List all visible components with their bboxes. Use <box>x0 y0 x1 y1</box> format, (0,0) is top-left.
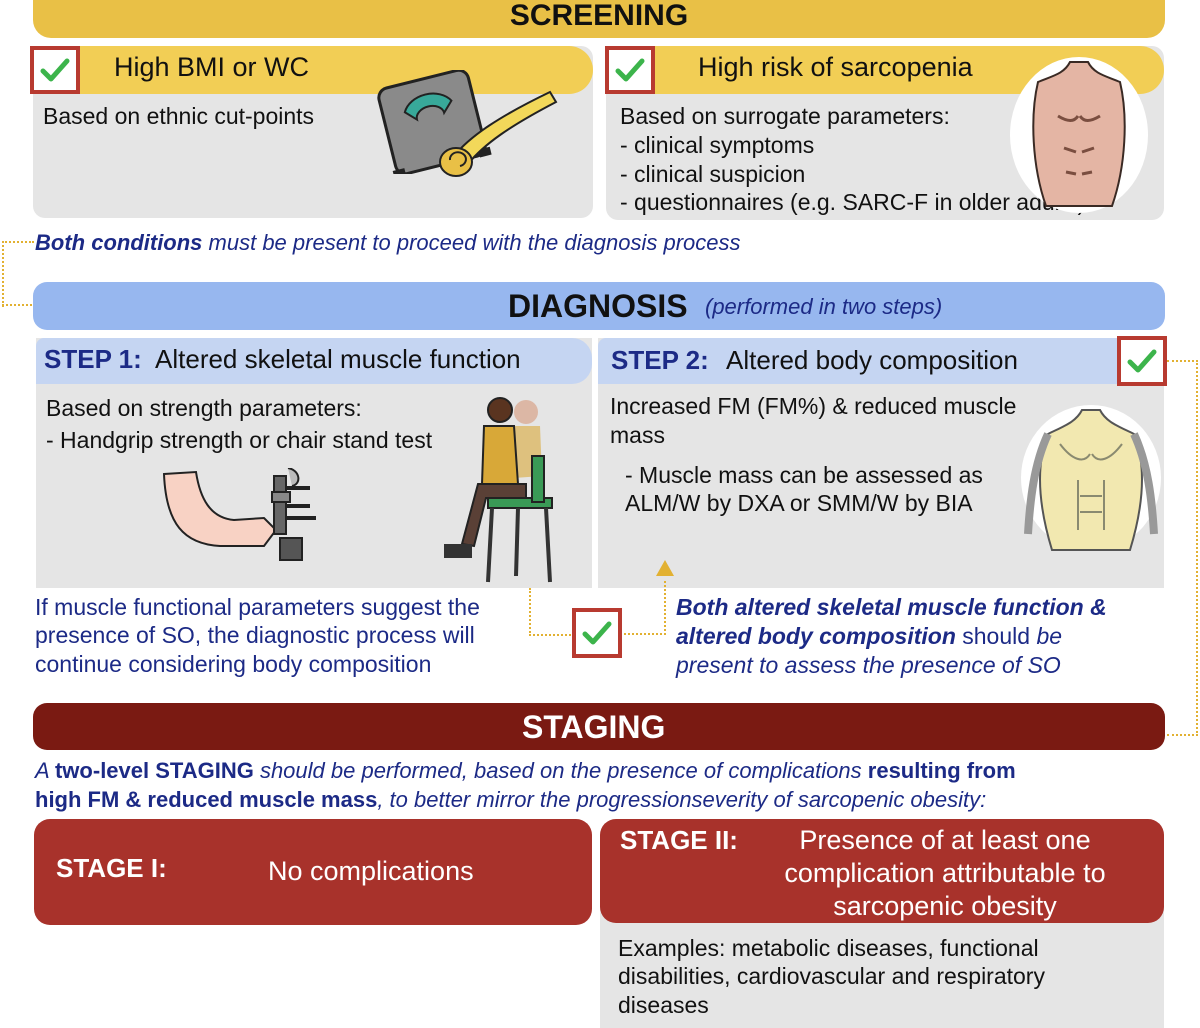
stage1-label: STAGE I: <box>56 853 167 884</box>
step2-item-line-2: ALM/W by DXA or SMM/W by BIA <box>625 489 973 518</box>
check-icon <box>613 54 647 86</box>
stage2-example-line-2: disabilities, cardiovascular and respira… <box>618 962 1045 991</box>
connector-screening-diagnosis <box>2 241 34 307</box>
screening-note-rest: must be present to proceed with the diag… <box>202 230 740 255</box>
stage2-text-line-3: sarcopenic obesity <box>760 890 1130 923</box>
step1-title: Altered skeletal muscle function <box>155 344 521 374</box>
step1-intro: Based on strength parameters: <box>46 394 362 423</box>
screening-left-heading: High BMI or WC <box>114 52 309 83</box>
screening-right-intro: Based on surrogate parameters: <box>620 102 950 131</box>
step1-note-line-3: continue considering body composition <box>35 650 431 679</box>
staging-intro-2: two-level STAGING <box>55 758 254 783</box>
screening-left-text: Based on ethnic cut-points <box>43 102 314 131</box>
screening-right-heading: High risk of sarcopenia <box>698 52 973 83</box>
step1-note-line-2: presence of SO, the diagnostic process w… <box>35 621 475 650</box>
muscle-anatomy-icon <box>1020 404 1162 552</box>
diagnosis-checkbox <box>572 608 622 658</box>
step2-checkbox <box>1117 336 1167 386</box>
step2-note-line-2: altered body composition should be <box>676 622 1107 651</box>
step2-text-line-1: Increased FM (FM%) & reduced muscle <box>610 392 1016 421</box>
step2-item-line-1: - Muscle mass can be assessed as <box>625 461 983 490</box>
step2-note-bold: altered body composition <box>676 623 956 649</box>
step2-note-italic: be <box>1036 623 1062 649</box>
stage2-example-line-3: diseases <box>618 991 709 1020</box>
screening-right-item-1: - clinical symptoms <box>620 131 814 160</box>
screening-left-checkbox <box>30 46 80 94</box>
screening-note-bold: Both conditions <box>35 230 202 255</box>
handgrip-dynamometer-icon <box>160 468 326 568</box>
stage1-text: No complications <box>268 856 474 887</box>
stage2-text: Presence of at least one complication at… <box>760 824 1130 923</box>
staging-intro-6: , to better mirror the progressionseveri… <box>377 787 986 812</box>
tape-measure-icon <box>430 86 560 182</box>
screening-banner: SCREENING <box>33 0 1165 38</box>
check-icon <box>1125 344 1159 378</box>
screening-right-item-2: - clinical suspicion <box>620 160 805 189</box>
step2-title: Altered body composition <box>726 345 1018 375</box>
staging-intro-3: should be performed, based on the presen… <box>254 758 868 783</box>
diagnosis-subtitle: (performed in two steps) <box>705 294 942 320</box>
step2-note-line-3: present to assess the presence of SO <box>676 651 1107 680</box>
screening-note: Both conditions must be present to proce… <box>35 228 741 257</box>
screening-title: SCREENING <box>510 0 688 32</box>
stage2-text-line-2: complication attributable to <box>760 857 1130 890</box>
step1-note-line-1: If muscle functional parameters suggest … <box>35 593 480 622</box>
screening-right-checkbox <box>605 46 655 94</box>
connector-step1-check <box>529 588 575 636</box>
step2-text-line-2: mass <box>610 421 665 450</box>
staging-intro-1: A <box>35 758 55 783</box>
stage2-example-line-1: Examples: metabolic diseases, functional <box>618 934 1039 963</box>
stage2-text-line-1: Presence of at least one <box>760 824 1130 857</box>
step2-label: STEP 2: <box>611 345 709 375</box>
arrow-icon <box>656 560 674 576</box>
staging-intro-4: resulting from <box>868 758 1016 783</box>
check-icon <box>38 54 72 86</box>
torso-icon <box>1008 56 1150 214</box>
step2-note-line-1: Both altered skeletal muscle function & <box>676 593 1107 622</box>
chair-stand-icon <box>434 396 558 584</box>
stage2-label: STAGE II: <box>620 825 738 856</box>
connector-step2-staging <box>1167 360 1198 736</box>
connector-check-step2 <box>620 581 666 635</box>
check-icon <box>580 616 614 650</box>
staging-intro: A two-level STAGING should be performed,… <box>35 756 1160 814</box>
diagnosis-title: DIAGNOSIS <box>508 288 688 325</box>
staging-intro-5: high FM & reduced muscle mass <box>35 787 377 812</box>
step1-heading: STEP 1: Altered skeletal muscle function <box>44 344 521 375</box>
step2-heading: STEP 2: Altered body composition <box>611 345 1018 376</box>
step2-note: Both altered skeletal muscle function & … <box>676 593 1107 680</box>
step1-item: - Handgrip strength or chair stand test <box>46 426 432 455</box>
step2-note-plain: should <box>956 623 1037 649</box>
staging-title: STAGING <box>522 709 665 746</box>
step1-label: STEP 1: <box>44 344 142 374</box>
